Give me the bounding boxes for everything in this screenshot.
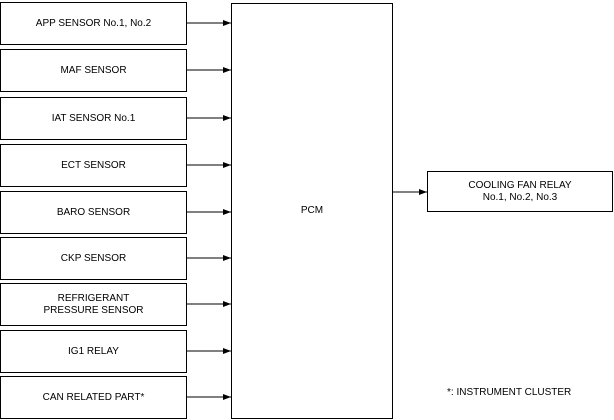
input-label: CAN RELATED PART* <box>42 391 145 403</box>
input-box-ect-sensor: ECT SENSOR <box>0 144 187 187</box>
input-label: APP SENSOR No.1, No.2 <box>35 17 152 29</box>
input-box-refrigerant-pressure-sensor: REFRIGERANT PRESSURE SENSOR <box>0 283 187 326</box>
input-label: IAT SENSOR No.1 <box>51 112 136 124</box>
input-label: MAF SENSOR <box>60 64 127 76</box>
input-label: ECT SENSOR <box>61 159 126 171</box>
output-label: COOLING FAN RELAY No.1, No.2, No.3 <box>468 179 572 203</box>
input-box-ig1-relay: IG1 RELAY <box>0 330 187 373</box>
input-label: REFRIGERANT PRESSURE SENSOR <box>43 292 144 316</box>
pcm-box: PCM <box>231 3 393 419</box>
input-box-app-sensor: APP SENSOR No.1, No.2 <box>0 2 187 45</box>
input-box-baro-sensor: BARO SENSOR <box>0 191 187 234</box>
output-box-cooling-fan-relay: COOLING FAN RELAY No.1, No.2, No.3 <box>427 171 613 212</box>
input-label: IG1 RELAY <box>68 345 119 357</box>
input-box-can-related-part: CAN RELATED PART* <box>0 376 187 419</box>
footnote: *: INSTRUMENT CLUSTER <box>447 387 572 398</box>
input-label: CKP SENSOR <box>60 252 127 264</box>
pcm-label: PCM <box>300 205 324 216</box>
input-box-maf-sensor: MAF SENSOR <box>0 49 187 92</box>
input-box-iat-sensor: IAT SENSOR No.1 <box>0 97 187 140</box>
input-label: BARO SENSOR <box>56 206 131 218</box>
input-box-ckp-sensor: CKP SENSOR <box>0 237 187 280</box>
